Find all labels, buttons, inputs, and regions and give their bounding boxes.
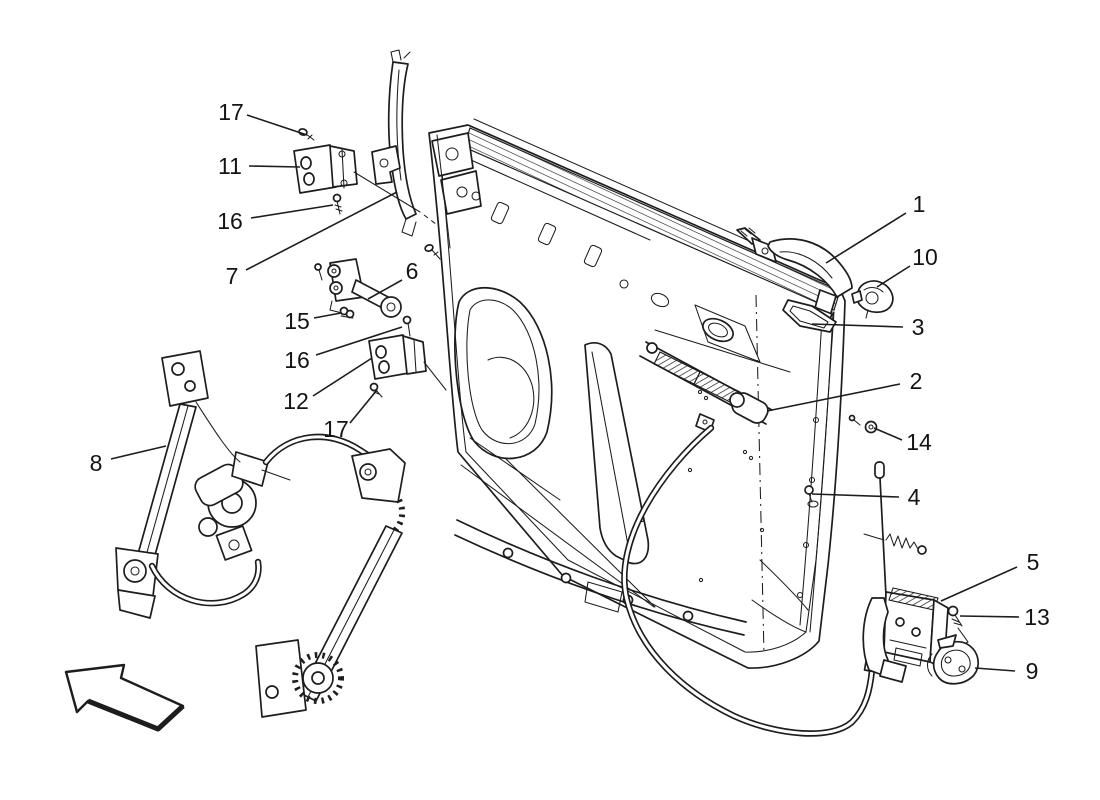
callout-17-0: 17 (218, 99, 308, 136)
leader-line (940, 566, 1018, 602)
handle-end-cap (851, 280, 894, 319)
callout-number: 17 (218, 99, 244, 125)
callout-number: 1 (913, 191, 926, 217)
lower-hinge-pin-16 (402, 315, 412, 337)
callout-number: 12 (283, 388, 309, 414)
callout-1-10: 1 (825, 191, 926, 264)
leader-line (313, 312, 342, 319)
callout-number: 8 (90, 450, 103, 476)
grommet-14 (848, 414, 878, 434)
leader-line (367, 279, 403, 300)
door-lock (862, 587, 949, 683)
callout-11-1: 11 (218, 153, 301, 179)
leader-line (811, 323, 904, 328)
door-inner-panel (424, 118, 846, 669)
callout-number: 7 (226, 263, 239, 289)
callout-number: 17 (323, 416, 349, 442)
leader-line (766, 383, 901, 412)
callout-16-6: 16 (284, 326, 403, 373)
upper-hinge-bolt-16 (332, 193, 343, 215)
callout-14-14: 14 (873, 427, 932, 455)
callout-13-17: 13 (959, 604, 1050, 630)
callout-15-5: 15 (284, 308, 342, 334)
leader-line (349, 389, 378, 424)
callout-number: 13 (1024, 604, 1050, 630)
direction-arrow-shadow (87, 698, 185, 732)
check-strap-clip-15 (339, 306, 355, 319)
leader-line (250, 204, 334, 219)
door-check-strap (314, 258, 402, 318)
lower-hinge (368, 334, 447, 391)
callout-7-3: 7 (226, 191, 398, 289)
leader-line (245, 191, 398, 271)
callout-17-8: 17 (323, 389, 378, 442)
callout-number: 6 (406, 258, 419, 284)
callout-10-11: 10 (876, 244, 938, 288)
lower-hinge-screw-17 (369, 382, 383, 398)
callout-2-13: 2 (766, 368, 923, 412)
callout-number: 5 (1027, 549, 1040, 575)
window-channel-strip (371, 49, 417, 237)
callout-16-2: 16 (217, 204, 334, 234)
leader-line (312, 357, 373, 397)
leader-line (811, 493, 900, 498)
window-regulator (115, 350, 406, 718)
callout-number: 16 (217, 208, 243, 234)
leader-line (246, 114, 308, 136)
leader-line (876, 265, 911, 288)
callout-number: 14 (906, 429, 932, 455)
callouts: 17 11 16 7 6 15 16 12 17 8 1 10 3 2 14 4 5 13 9 (90, 99, 1050, 684)
leader-line (959, 615, 1020, 618)
callout-number: 2 (910, 368, 923, 394)
leader-line (873, 427, 903, 441)
latch-striker (926, 634, 980, 685)
callout-number: 16 (284, 347, 310, 373)
leader-line (110, 445, 167, 460)
upper-hinge (293, 144, 437, 225)
door-lock-actuator (639, 329, 791, 433)
lock-rod (804, 461, 927, 597)
callout-8-9: 8 (90, 445, 167, 476)
bowden-cable (621, 424, 880, 737)
callout-number: 9 (1026, 658, 1039, 684)
callout-number: 3 (912, 314, 925, 340)
callout-9-18: 9 (974, 658, 1039, 684)
direction-arrow (64, 663, 185, 732)
leader-line (974, 667, 1016, 672)
leader-line (825, 212, 907, 264)
callout-number: 15 (284, 308, 310, 334)
callout-12-7: 12 (283, 357, 373, 414)
callout-number: 4 (908, 484, 921, 510)
leader-line (248, 165, 301, 168)
leader-line (315, 326, 403, 356)
callout-6-4: 6 (367, 258, 419, 300)
callout-number: 10 (912, 244, 938, 270)
callout-number: 11 (218, 153, 242, 179)
callout-3-12: 3 (811, 314, 925, 340)
lock-screw-13 (939, 605, 969, 657)
callout-4-15: 4 (811, 484, 921, 510)
callout-5-16: 5 (940, 549, 1040, 602)
